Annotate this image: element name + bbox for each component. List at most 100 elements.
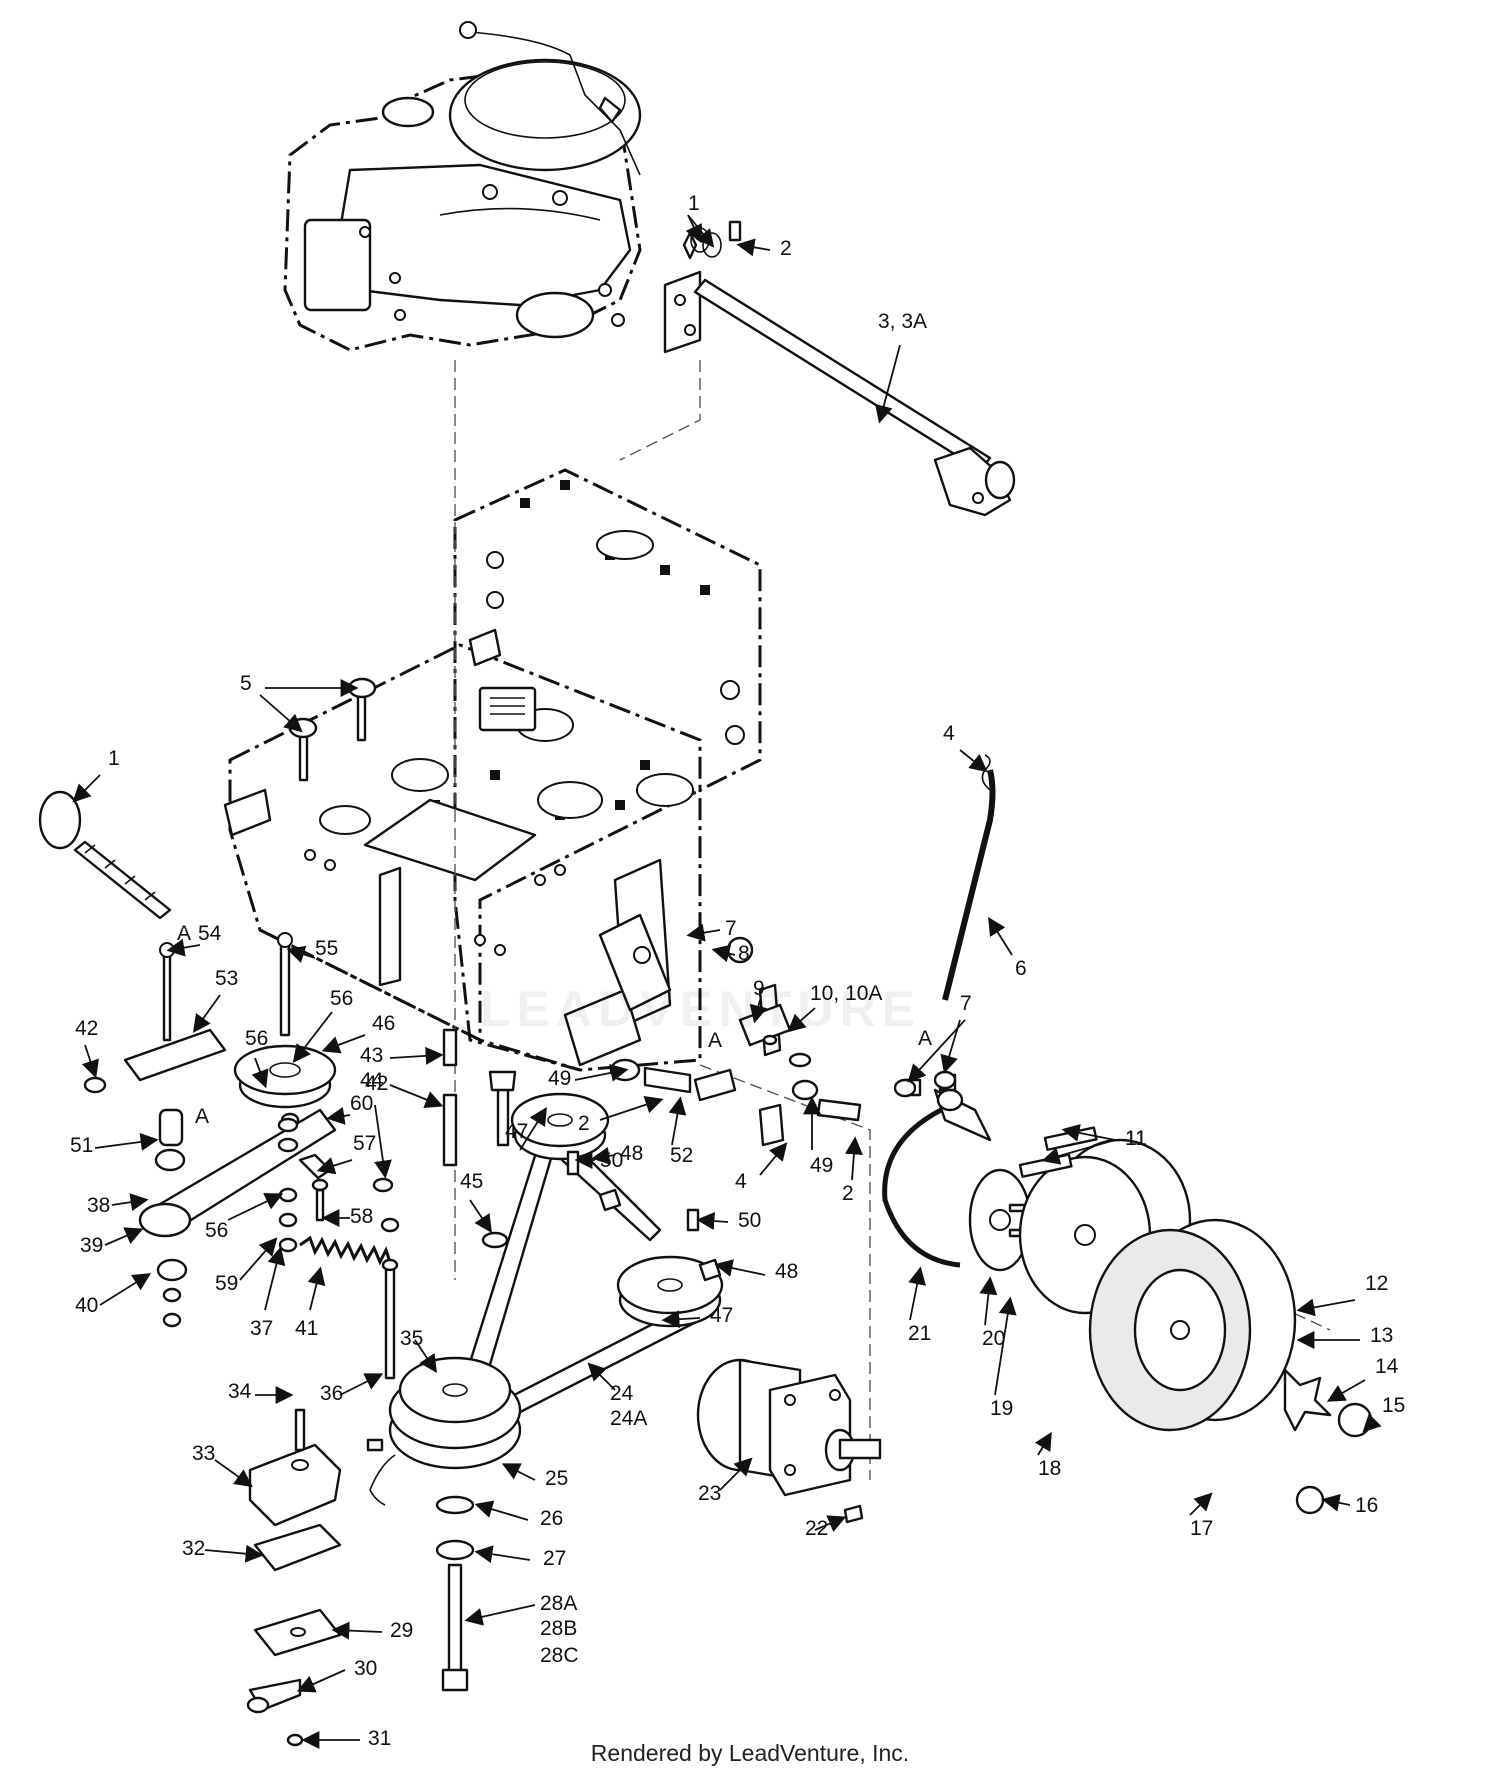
callout-c24: 24 xyxy=(610,1382,634,1405)
callout-c24a: 24A xyxy=(610,1407,647,1430)
leader-c24-0 xyxy=(587,1362,616,1391)
callout-ca3: A xyxy=(708,1029,722,1052)
callout-c49a: 49 xyxy=(548,1067,571,1090)
callout-c2a: 2 xyxy=(780,237,792,260)
callout-c2b: 2 xyxy=(578,1112,590,1135)
callout-c41: 41 xyxy=(295,1317,318,1340)
link-rod xyxy=(942,754,996,1001)
callout-c1a: 1 xyxy=(688,192,700,215)
callout-c56a: 56 xyxy=(330,987,353,1010)
leader-c48a-0 xyxy=(591,1146,616,1165)
callout-c6: 6 xyxy=(1015,957,1027,980)
callout-c55: 55 xyxy=(315,937,338,960)
callout-c23: 23 xyxy=(698,1482,721,1505)
leader-c54-0 xyxy=(166,938,201,957)
leader-c11a-0 xyxy=(1061,1123,1116,1142)
callout-c43: 43 xyxy=(360,1044,383,1067)
footer-credit: Rendered by LeadVenture, Inc. xyxy=(590,1740,910,1766)
callout-c33: 33 xyxy=(192,1442,215,1465)
leader-c2b-0 xyxy=(599,1096,664,1121)
leader-c53-0 xyxy=(192,994,221,1033)
leader-c7b-1 xyxy=(907,1019,966,1083)
leader-c25-0 xyxy=(501,1463,536,1481)
callout-c44: 44 xyxy=(360,1069,384,1092)
leader-c50b-0 xyxy=(696,1212,729,1231)
leader-c12-0 xyxy=(1296,1298,1356,1317)
leader-c22-0 xyxy=(814,1515,847,1532)
callout-c47b: 47 xyxy=(710,1304,733,1327)
frame-holes xyxy=(304,551,745,956)
leader-c2a-0 xyxy=(736,238,771,257)
callout-c19: 19 xyxy=(990,1397,1013,1420)
callout-c42a: 42 xyxy=(75,1017,98,1040)
leader-c21-0 xyxy=(908,1266,927,1321)
leader-c10-0 xyxy=(787,1007,816,1033)
callout-c17: 17 xyxy=(1190,1517,1213,1540)
leader-c35-0 xyxy=(414,1339,437,1373)
callout-c29: 29 xyxy=(390,1619,413,1642)
callout-c56c: 56 xyxy=(205,1219,228,1242)
callout-c35: 35 xyxy=(400,1327,423,1350)
callout-c51: 51 xyxy=(70,1134,93,1157)
callout-c37: 37 xyxy=(250,1317,273,1340)
callout-c40: 40 xyxy=(75,1294,98,1317)
leader-c7a-0 xyxy=(686,923,721,942)
bracket-stack xyxy=(246,1408,342,1747)
leader-c27-0 xyxy=(474,1545,531,1564)
leader-c20-0 xyxy=(979,1276,998,1326)
leader-c56c-0 xyxy=(227,1193,284,1221)
callout-ca1: A xyxy=(177,922,191,945)
callout-c27: 27 xyxy=(543,1547,566,1570)
leader-c6-0 xyxy=(988,916,1013,956)
leader-c18-0 xyxy=(1034,1431,1052,1456)
leader-c47b-0 xyxy=(661,1310,701,1329)
upper-pulley xyxy=(233,932,337,1253)
callout-c39: 39 xyxy=(80,1234,103,1257)
callout-c4b: 4 xyxy=(735,1170,747,1193)
leader-c9-0 xyxy=(749,999,768,1024)
leader-c11b-0 xyxy=(1041,1139,1116,1165)
leader-c56a-0 xyxy=(292,1011,333,1063)
callout-c48b: 48 xyxy=(775,1260,798,1283)
leader-c52-0 xyxy=(668,1096,687,1146)
callout-c11b: 11 xyxy=(1125,1127,1147,1150)
leader-c23-0 xyxy=(719,1457,753,1491)
leader-c51-0 xyxy=(94,1132,159,1151)
callout-c1b: 1 xyxy=(108,747,120,770)
leader-c43-0 xyxy=(389,1046,444,1065)
engine-assembly xyxy=(283,21,642,352)
callout-c11a: 11 xyxy=(1125,1127,1147,1150)
leader-c28a-0 xyxy=(464,1604,536,1626)
leader-c15-0 xyxy=(1362,1413,1382,1433)
leader-c40-0 xyxy=(99,1273,152,1306)
leader-c48b-0 xyxy=(714,1259,766,1277)
callout-c60: 60 xyxy=(350,1092,373,1115)
leader-c30-0 xyxy=(296,1669,346,1693)
callout-c3: 3, 3A xyxy=(878,310,927,333)
callout-c28a: 28A xyxy=(540,1592,577,1615)
leader-c41-0 xyxy=(307,1266,326,1311)
leader-c5-0 xyxy=(259,694,303,733)
handle-bar xyxy=(663,220,1016,517)
callout-c49b: 49 xyxy=(810,1154,833,1177)
callout-c15: 15 xyxy=(1382,1394,1405,1417)
control-linkage xyxy=(372,913,1098,1282)
callout-c8: 8 xyxy=(738,942,750,965)
callout-c45: 45 xyxy=(460,1170,483,1193)
callout-c38: 38 xyxy=(87,1194,110,1217)
callout-ca4: A xyxy=(918,1027,932,1050)
callout-c50a: 50 xyxy=(600,1149,623,1172)
leader-c49a-0 xyxy=(574,1063,629,1082)
leader-c55-0 xyxy=(286,945,316,963)
leader-c26-0 xyxy=(474,1500,529,1521)
leader-c4b-0 xyxy=(759,1142,788,1176)
callout-c21: 21 xyxy=(908,1322,931,1345)
callout-c47a: 47 xyxy=(505,1120,528,1143)
callout-c28c: 28C xyxy=(540,1644,579,1667)
leader-c47a-0 xyxy=(519,1106,547,1151)
leader-lines xyxy=(72,214,1382,1749)
bolts-5 xyxy=(288,677,377,782)
callout-c2c: 2 xyxy=(842,1182,854,1205)
leader-c57-0 xyxy=(316,1157,353,1175)
